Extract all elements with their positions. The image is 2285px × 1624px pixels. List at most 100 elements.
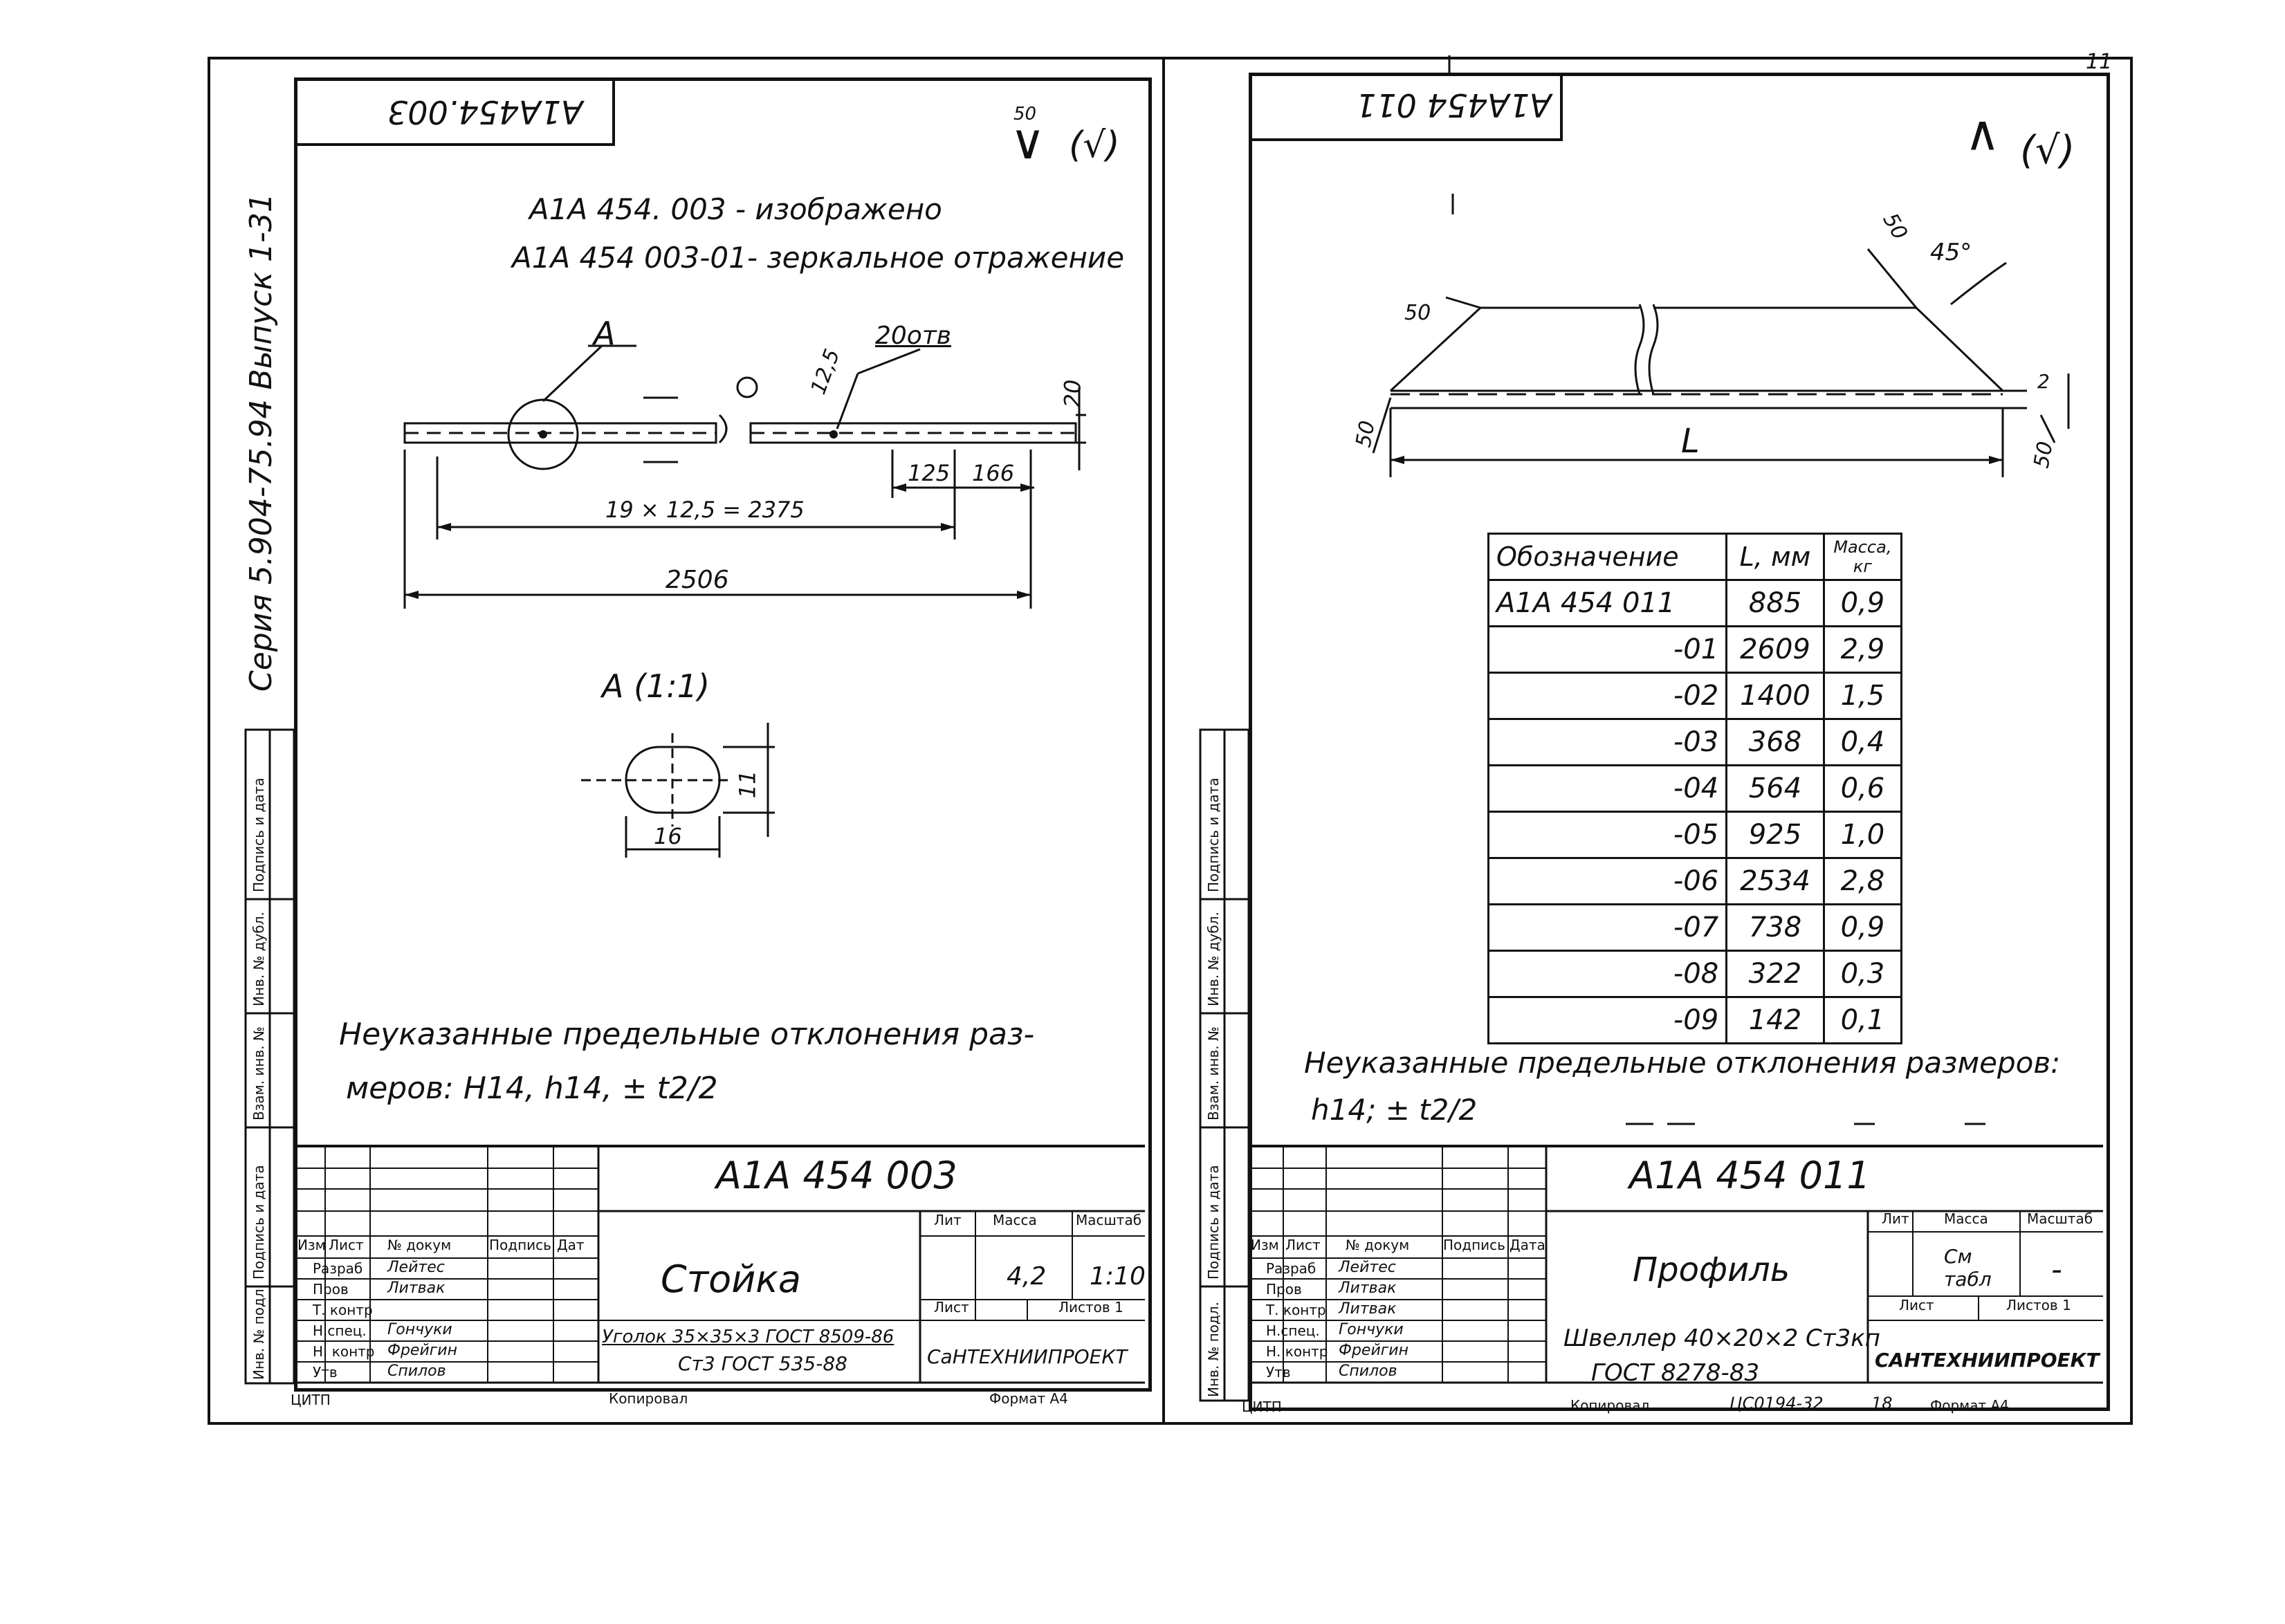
left-role-1: Разраб (313, 1260, 363, 1277)
table-cell: 0,4 (1822, 718, 1903, 766)
left-roughness-value: 50 (1013, 104, 1037, 124)
left-col-izm: Изм (297, 1237, 326, 1253)
table-cell: 0,1 (1822, 996, 1903, 1044)
left-roughness-mark: (√) (1069, 124, 1120, 166)
right-org: САНТЕХНИИПРОЕКТ (1875, 1349, 2100, 1372)
left-citp: ЦИТП (291, 1392, 331, 1408)
right-role-4: Н.спец. (1266, 1322, 1320, 1339)
right-name-2: Литвак (1339, 1280, 1397, 1297)
right-name-3: Литвак (1339, 1300, 1397, 1318)
right-hdr-scale: Масштаб (2027, 1210, 2093, 1227)
right-dim-50-d: 50 (2029, 439, 2058, 470)
right-title-block (1249, 1145, 2103, 1405)
table-header-cell: Обозначение (1487, 533, 1728, 581)
right-title-grid (1249, 1147, 2103, 1384)
left-inner-frame (294, 77, 1152, 1392)
left-dim-pitch: 19 × 12,5 = 2375 (605, 497, 805, 523)
table-cell: 2,8 (1822, 857, 1903, 905)
table-cell: 0,6 (1822, 764, 1903, 813)
left-detail-title: А (1:1) (602, 667, 710, 705)
right-roughness-mark: (√) (2020, 128, 2075, 173)
table-header-cell: Масса, кг (1822, 533, 1903, 581)
left-sheets-count: Листов 1 (1058, 1299, 1123, 1316)
left-dim-16: 16 (654, 823, 682, 849)
table-cell: 925 (1725, 811, 1825, 859)
table-cell: А1А 454 011 (1487, 579, 1728, 627)
left-dim-125: 125 (908, 460, 951, 486)
table-header-row: Обозначение L, мм Масса, кг (1487, 533, 1903, 581)
left-hdr-lit: Лит (934, 1212, 962, 1228)
left-tolerance-note-2: меров: Н14, h14, ± t2/2 (346, 1071, 718, 1106)
table-cell: 2534 (1725, 857, 1825, 905)
right-tolerance-note-1: Неуказанные предельные отклонения размер… (1304, 1046, 2061, 1080)
table-header-cell: L, мм (1725, 533, 1825, 581)
right-side-stamp-1: Подпись и дата (1205, 777, 1222, 892)
right-role-3: Т. контр (1266, 1302, 1326, 1318)
left-col-date: Дат (557, 1237, 585, 1253)
left-sheet-label: Лист (934, 1299, 969, 1316)
right-order-sheet: 18 (1871, 1394, 1893, 1413)
left-stamp-box (294, 77, 615, 146)
right-sheets-count: Листов 1 (2006, 1297, 2071, 1313)
right-part-name: Профиль (1633, 1251, 1790, 1289)
right-material-2: ГОСТ 8278-83 (1591, 1359, 1760, 1387)
left-designation: А1А 454 003 (716, 1154, 957, 1197)
table-cell: 2609 (1725, 625, 1825, 674)
left-sheet (208, 57, 1168, 1425)
right-role-1: Разраб (1266, 1260, 1316, 1277)
left-role-2: Пров (313, 1281, 349, 1298)
right-tolerance-note-2: h14; ± t2/2 (1311, 1093, 1478, 1127)
table-cell: 0,3 (1822, 950, 1903, 998)
right-side-stamp-5: Инв. № подл. (1205, 1302, 1222, 1397)
left-view-label: А (594, 315, 616, 352)
table-cell: 0,9 (1822, 903, 1903, 952)
left-role-3: Т. контр (313, 1302, 373, 1318)
table-cell: 1400 (1725, 672, 1825, 720)
table-cell: -03 (1487, 718, 1728, 766)
left-name-6: Спилов (387, 1363, 446, 1380)
table-cell: -01 (1487, 625, 1728, 674)
right-dim-50-b: 50 (1351, 418, 1380, 450)
right-mass-value: См табл (1944, 1245, 1992, 1291)
table-cell: 1,0 (1822, 811, 1903, 859)
left-format: Формат А4 (989, 1390, 1068, 1407)
right-col-izm: Изм (1251, 1237, 1279, 1253)
right-role-6: Утв (1266, 1364, 1291, 1381)
table-cell: 564 (1725, 764, 1825, 813)
right-inner-frame (1249, 73, 2110, 1411)
left-col-doc: № докум (387, 1237, 452, 1253)
right-col-date: Дата (1509, 1237, 1545, 1253)
table-cell: 322 (1725, 950, 1825, 998)
left-material-1: Уголок 35×35×3 ГОСТ 8509-86 (602, 1327, 894, 1347)
left-role-5: Н. контр (313, 1343, 375, 1360)
left-dim-166: 166 (972, 460, 1015, 486)
right-role-2: Пров (1266, 1281, 1302, 1298)
left-name-5: Фрейгин (387, 1342, 457, 1359)
left-scale-value: 1:10 (1090, 1262, 1146, 1291)
left-note-line2: А1А 454 003-01- зеркальное отражение (512, 241, 1125, 275)
right-name-5: Фрейгин (1339, 1342, 1408, 1359)
table-cell: 368 (1725, 718, 1825, 766)
right-dim-45: 45° (1930, 239, 1972, 266)
table-cell: -04 (1487, 764, 1728, 813)
right-copied: Копировал (1570, 1397, 1650, 1414)
left-dim-total: 2506 (666, 566, 729, 594)
left-hdr-mass: Масса (993, 1212, 1037, 1228)
left-org: СаНТЕХНИИПРОЕКТ (927, 1345, 1128, 1368)
left-tolerance-note-1: Неуказанные предельные отклонения раз- (339, 1017, 1035, 1052)
left-copied: Копировал (609, 1390, 688, 1407)
right-hdr-mass: Масса (1944, 1210, 1988, 1227)
left-role-4: Н.спец. (313, 1322, 367, 1339)
